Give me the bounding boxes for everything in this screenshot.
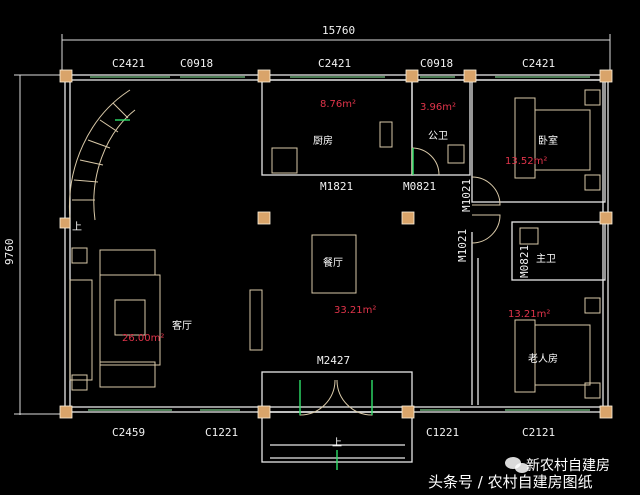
interior-walls: [261, 79, 606, 470]
door-label: M1021: [460, 179, 473, 212]
window-label: C0918: [420, 57, 453, 70]
entry-up-label: 上: [332, 437, 342, 449]
watermark-account: 新农村自建房: [526, 458, 610, 474]
wechat-icon: [505, 457, 529, 473]
room-public-wc: 公卫: [428, 131, 448, 142]
door-label: M0821: [403, 180, 436, 193]
window-label: C1221: [205, 426, 238, 439]
window-label: C2459: [112, 426, 145, 439]
room-dining: 餐厅: [323, 256, 343, 269]
window-label: C2421: [318, 57, 351, 70]
door-label: M2427: [317, 354, 350, 367]
room-living: 客厅: [172, 319, 192, 332]
door-label: M1821: [320, 180, 353, 193]
area-public-wc: 3.96m²: [420, 102, 456, 113]
window-label: C1221: [426, 426, 459, 439]
room-elder: 老人房: [528, 352, 558, 365]
area-elder: 13.21m²: [508, 309, 550, 320]
area-dining: 33.21m²: [334, 305, 376, 316]
area-living: 26.00m²: [122, 333, 164, 344]
width-dimension: 15760: [322, 24, 355, 37]
door-label: M1021: [456, 229, 469, 262]
room-kitchen: 厨房: [313, 134, 333, 147]
stair-up-label: 上: [72, 221, 82, 233]
furniture: [69, 89, 601, 399]
spiral-stair: [68, 89, 136, 221]
height-dimension: 9760: [3, 239, 16, 266]
window-label: C2121: [522, 426, 555, 439]
watermark-source: 头条号 / 农村自建房图纸: [428, 473, 593, 491]
columns: [59, 69, 613, 419]
windows: [88, 76, 590, 411]
doors: [299, 147, 501, 416]
window-label: C2421: [522, 57, 555, 70]
window-label: C2421: [112, 57, 145, 70]
area-bedroom: 13.52m²: [505, 156, 547, 167]
room-master-wc: 主卫: [536, 253, 556, 265]
room-bedroom: 卧室: [538, 134, 558, 147]
window-label: C0918: [180, 57, 213, 70]
door-label: M0821: [518, 245, 531, 278]
dimension-lines: [14, 34, 611, 415]
area-kitchen: 8.76m²: [320, 99, 356, 110]
